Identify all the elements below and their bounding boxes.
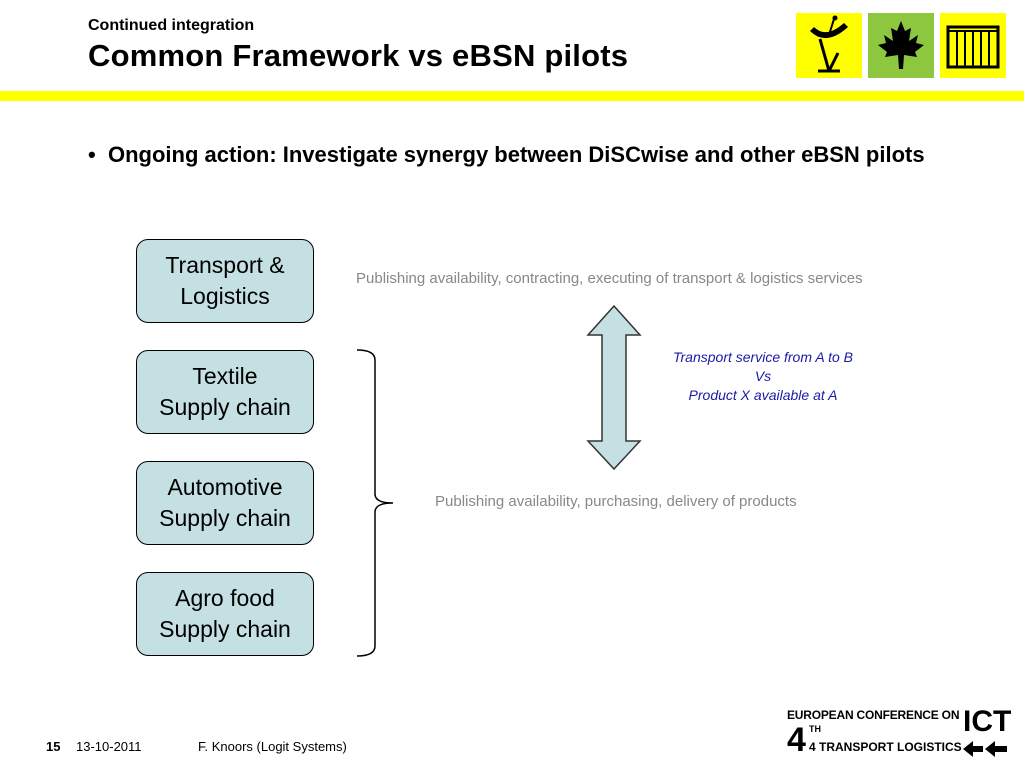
bullet-symbol: • <box>88 142 96 167</box>
pilot-label-line2: Logistics <box>180 283 270 309</box>
pilot-label-line1: Automotive <box>167 474 283 500</box>
slide-subtitle: Continued integration <box>88 17 255 34</box>
footer-author: F. Knoors (Logit Systems) <box>198 739 347 754</box>
conference-logo-bottom: 4 TRANSPORT LOGISTICS <box>809 740 962 754</box>
slide-title: Common Framework vs eBSN pilots <box>88 38 629 73</box>
pilot-label-line1: Transport & <box>165 252 285 278</box>
double-arrow-icon <box>586 305 642 471</box>
conference-logo-number: 4 <box>787 721 806 759</box>
comparison-line3: Product X available at A <box>688 387 838 403</box>
header-divider <box>0 91 1024 101</box>
pilot-label-line1: Agro food <box>175 585 275 611</box>
container-icon <box>940 13 1006 78</box>
left-arrows-icon <box>963 741 1007 757</box>
comparison-line2: Vs <box>754 368 772 384</box>
conference-logo-ordinal: TH <box>809 724 821 734</box>
pilot-label-line1: Textile <box>192 363 258 389</box>
comparison-text: Transport service from A to B Vs Product… <box>653 348 873 405</box>
conference-logo-top: EUROPEAN CONFERENCE ON <box>787 708 960 722</box>
bullet-point: • Ongoing action: Investigate synergy bet… <box>88 137 1008 172</box>
conference-logo-ict: ICT <box>963 705 1012 738</box>
note-transport: Publishing availability, contracting, ex… <box>356 270 863 287</box>
conference-logo: EUROPEAN CONFERENCE ON 4 TH 4 TRANSPORT … <box>785 706 1015 762</box>
radar-antenna-icon <box>796 13 862 78</box>
pilot-box-transport: Transport & Logistics <box>136 239 314 323</box>
pilot-label-line2: Supply chain <box>159 616 291 642</box>
bullet-text: Ongoing action: Investigate synergy betw… <box>108 142 925 167</box>
page-number: 15 <box>46 739 61 754</box>
grouping-brace <box>356 349 394 657</box>
note-products: Publishing availability, purchasing, del… <box>435 493 797 510</box>
pilot-label-line2: Supply chain <box>159 505 291 531</box>
maple-leaf-icon <box>868 13 934 78</box>
comparison-line1: Transport service from A to B <box>673 349 853 365</box>
pilot-label-line2: Supply chain <box>159 394 291 420</box>
footer-date: 13-10-2011 <box>76 739 142 754</box>
